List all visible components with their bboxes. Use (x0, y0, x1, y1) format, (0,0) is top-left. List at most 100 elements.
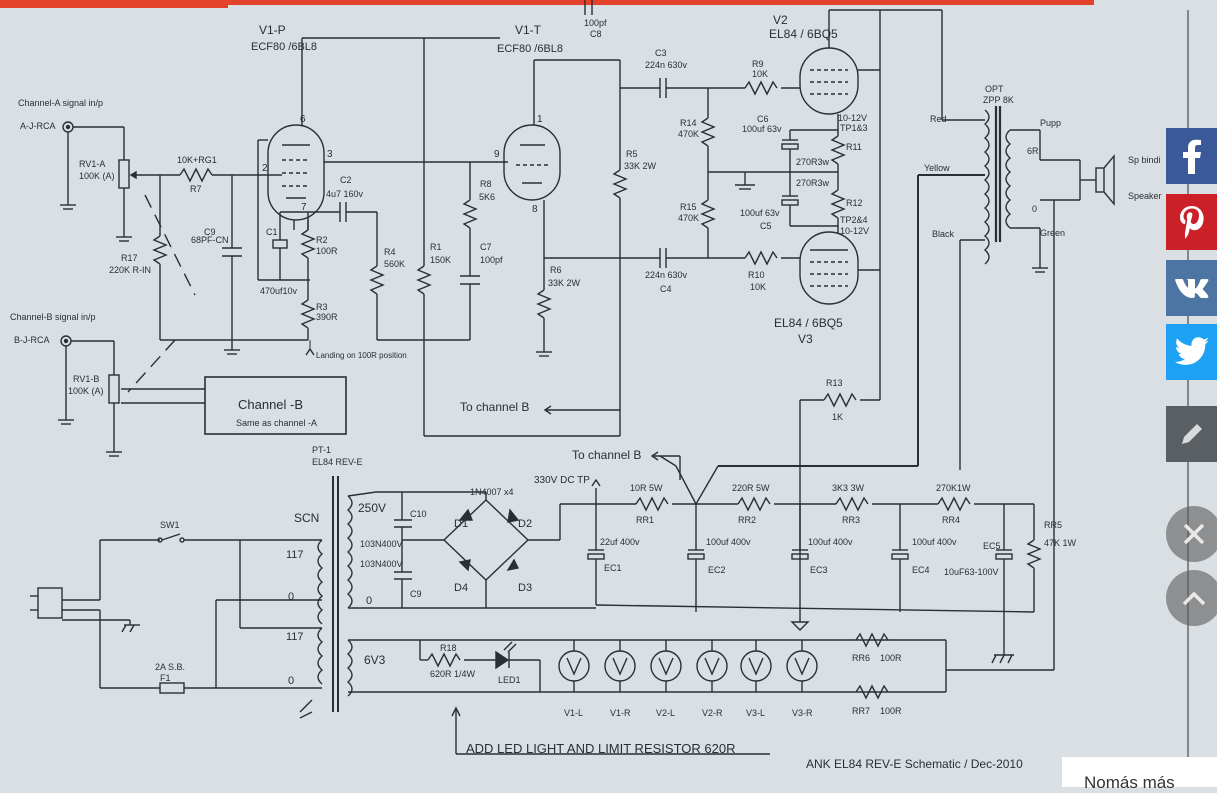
pinterest-share-button[interactable] (1166, 194, 1217, 250)
winding-250v: 250V (358, 501, 386, 515)
next-article-label: Nomás más (1084, 773, 1175, 792)
channel-a-title: Channel-A signal in/p (18, 98, 103, 108)
r4-label: R4 (384, 247, 396, 257)
tp24-voltage: 10-12V (840, 226, 869, 236)
r6-label: R6 (550, 265, 562, 275)
r17-value: 220K R-IN (109, 265, 151, 275)
pin-7: 7 (301, 202, 307, 213)
c7-value: 100pf (480, 255, 503, 265)
sw1-label: SW1 (160, 520, 180, 530)
rr7-value: 100R (880, 706, 902, 716)
rr3-value: 3K3 3W (832, 483, 865, 493)
winding-0a: 0 (288, 591, 294, 603)
rr7-label: RR7 (852, 706, 870, 716)
opt-label: OPT (985, 84, 1004, 94)
scroll-up-button[interactable] (1166, 570, 1217, 626)
c9b-label: C9 (410, 589, 422, 599)
r9-value: 10K (752, 69, 768, 79)
channel-b-box-subtitle: Same as channel -A (236, 418, 317, 428)
r1-value: 150K (430, 255, 451, 265)
pin-2: 2 (262, 163, 268, 174)
rr6-label: RR6 (852, 653, 870, 663)
heater-label: V1-L (564, 708, 583, 718)
ec2-label: EC2 (708, 565, 726, 575)
r9-label: R9 (752, 59, 764, 69)
heater-filament-element (794, 657, 810, 676)
rr4-label: RR4 (942, 515, 960, 525)
c2-label: C2 (340, 175, 352, 185)
facebook-share-button[interactable] (1166, 128, 1217, 184)
r4-value: 560K (384, 259, 405, 269)
ec2-value: 100uf 400v (706, 537, 751, 547)
close-button[interactable] (1166, 506, 1217, 562)
r8-label: R8 (480, 179, 492, 189)
next-article-card[interactable]: Nomás más (1062, 757, 1217, 792)
c7-label: C7 (480, 242, 492, 252)
channel-b-title: Channel-B signal in/p (10, 312, 96, 322)
ec3-label: EC3 (810, 565, 828, 575)
pupp-label: Pupp (1040, 118, 1061, 128)
tp24-label: TP2&4 (840, 215, 868, 225)
r2-value: 100R (316, 246, 338, 256)
heater-label: V2-L (656, 708, 675, 718)
r14-value: 470K (678, 129, 699, 139)
winding-0b: 0 (288, 675, 294, 687)
c9b-value: 103N400V (360, 559, 403, 569)
pt1-label: PT-1 (312, 445, 331, 455)
pin-8: 8 (532, 204, 538, 215)
landing-note: Landing on 100R position (316, 351, 407, 360)
rr1-label: RR1 (636, 515, 654, 525)
d1-label: D1 (454, 518, 468, 530)
r18-value: 620R 1/4W (430, 669, 476, 679)
winding-6v3: 6V3 (364, 653, 386, 667)
rv1a-label: RV1-A (79, 159, 105, 169)
tap-6r: 6R (1027, 146, 1039, 156)
c3-value: 224n 630v (645, 60, 688, 70)
r1-label: R1 (430, 242, 442, 252)
r2-label: R2 (316, 235, 328, 245)
r10-value: 10K (750, 282, 766, 292)
r7-value: 10K+RG1 (177, 155, 217, 165)
heater-filament (786, 650, 818, 682)
c1-label: C1 (266, 227, 278, 237)
rr1-value: 10R 5W (630, 483, 663, 493)
heater-label: V3-R (792, 708, 813, 718)
r13-value: 1K (832, 412, 843, 422)
r6-value: 33K 2W (548, 278, 581, 288)
r12-value: 270R3w (796, 178, 830, 188)
c10-value: 103N400V (360, 539, 403, 549)
c4-value: 224n 630v (645, 270, 688, 280)
f1-label: F1 (160, 673, 171, 683)
vk-share-button[interactable] (1166, 260, 1217, 316)
c2-value: 4u7 160v (326, 189, 364, 199)
green-label: Green (1040, 228, 1065, 238)
rr2-value: 220R 5W (732, 483, 770, 493)
tap-0: 0 (1032, 204, 1037, 214)
vk-icon (1174, 279, 1208, 298)
channel-b-box-title: Channel -B (238, 397, 303, 412)
edit-button[interactable] (1166, 406, 1217, 462)
twitter-share-button[interactable] (1166, 324, 1217, 380)
accent-bar-thin (228, 0, 1094, 5)
wire-yellow: Yellow (924, 163, 950, 173)
pin-6: 6 (300, 114, 306, 125)
heater-label: V3-L (746, 708, 765, 718)
scn-label: SCN (294, 511, 319, 525)
rr3-label: RR3 (842, 515, 860, 525)
rr4-value: 270K1W (936, 483, 971, 493)
heater-filament-element (748, 657, 764, 676)
pin-9: 9 (494, 149, 500, 160)
r3-value: 390R (316, 312, 338, 322)
heater-filament (740, 650, 772, 682)
pinterest-icon (1179, 206, 1204, 239)
r12-label: R12 (846, 198, 863, 208)
r5-value: 33K 2W (624, 161, 657, 171)
v1t-type: ECF80 /6BL8 (497, 43, 563, 55)
rr5-value: 47K 1W (1044, 538, 1077, 548)
heater-filament (604, 650, 636, 682)
heater-filament (558, 650, 590, 682)
channel-b-jack: B-J-RCA (14, 335, 50, 345)
heater-filament (650, 650, 682, 682)
led-note: ADD LED LIGHT AND LIMIT RESISTOR 620R (466, 741, 735, 756)
pin-1: 1 (537, 114, 543, 125)
